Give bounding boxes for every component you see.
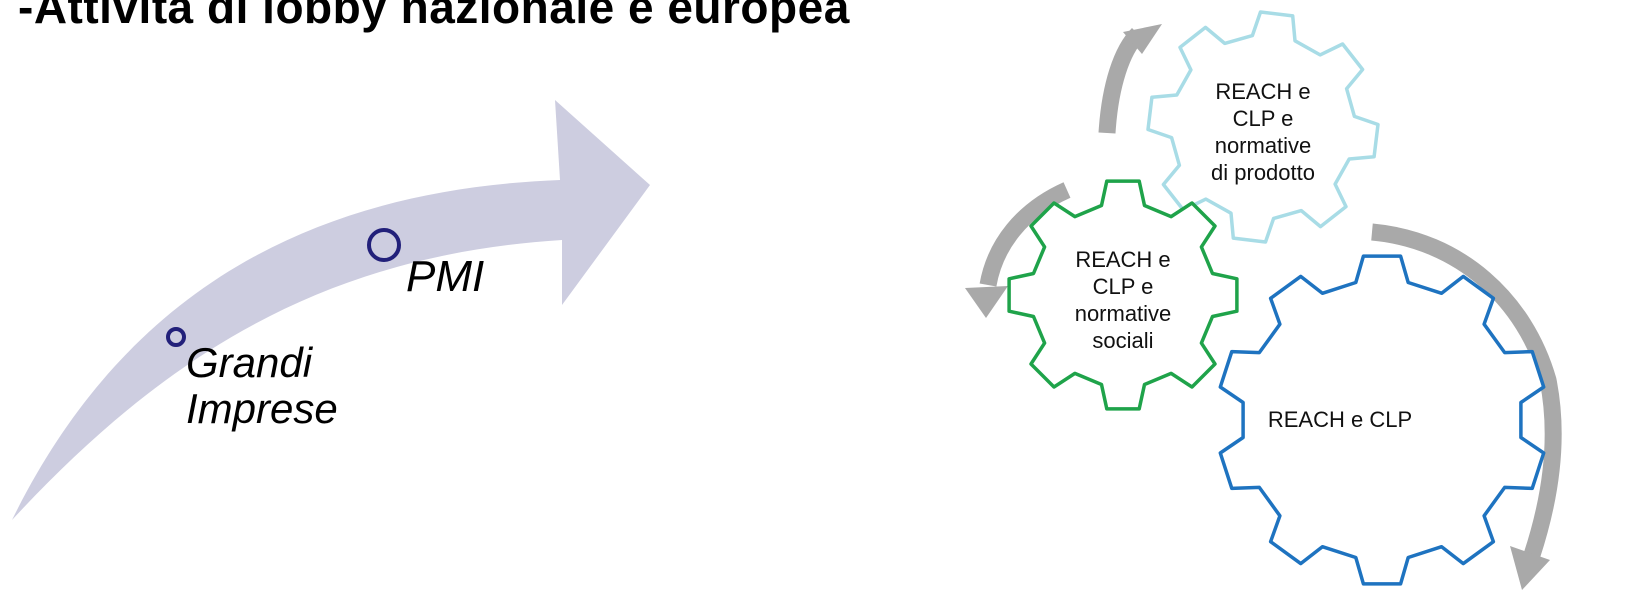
cycle-arrow-left bbox=[979, 182, 1071, 287]
gear-label-reach-clp: REACH e CLP bbox=[1265, 406, 1415, 433]
arrowhead-right bbox=[1510, 546, 1550, 590]
cycle-arrow-top bbox=[1098, 27, 1145, 134]
cycle-arrow-right bbox=[1371, 223, 1562, 558]
cycle-arrowheads bbox=[965, 24, 1550, 590]
gear-label-product-line-3: normative bbox=[1214, 133, 1312, 158]
bullet-pmi bbox=[367, 228, 401, 262]
arrowhead-top bbox=[1123, 24, 1162, 54]
gear-label-social: REACH e CLP e normative sociali bbox=[1048, 246, 1198, 354]
gear-label-social-line-4: sociali bbox=[1092, 328, 1154, 353]
label-grandi-imprese: Grandi Imprese bbox=[186, 340, 338, 432]
label-pmi: PMI bbox=[406, 253, 484, 301]
gear-label-social-line-1: REACH e bbox=[1075, 247, 1171, 272]
gear-label-social-line-2: CLP e bbox=[1092, 274, 1154, 299]
gear-label-social-line-3: normative bbox=[1074, 301, 1172, 326]
gear-product-regulations bbox=[1146, 10, 1380, 244]
arrowhead-left bbox=[965, 286, 1008, 318]
gear-label-product-line-2: CLP e bbox=[1232, 106, 1294, 131]
label-imprese: Imprese bbox=[186, 385, 338, 432]
label-grandi: Grandi bbox=[186, 339, 313, 386]
gear-reach-clp bbox=[1218, 254, 1546, 586]
gear-social-regulations bbox=[1007, 179, 1239, 411]
gear-label-product-line-4: di prodotto bbox=[1211, 160, 1315, 185]
growth-arrow bbox=[12, 100, 650, 520]
gear-label-product-line-1: REACH e bbox=[1215, 79, 1311, 104]
page-title: -Attività di lobby nazionale e europea bbox=[18, 0, 850, 33]
gear-label-product: REACH e CLP e normative di prodotto bbox=[1188, 78, 1338, 186]
label-pmi-text: PMI bbox=[406, 252, 485, 301]
bullet-grandi-imprese bbox=[166, 327, 186, 347]
gear-label-reach-clp-line-1: REACH e CLP bbox=[1267, 407, 1413, 432]
